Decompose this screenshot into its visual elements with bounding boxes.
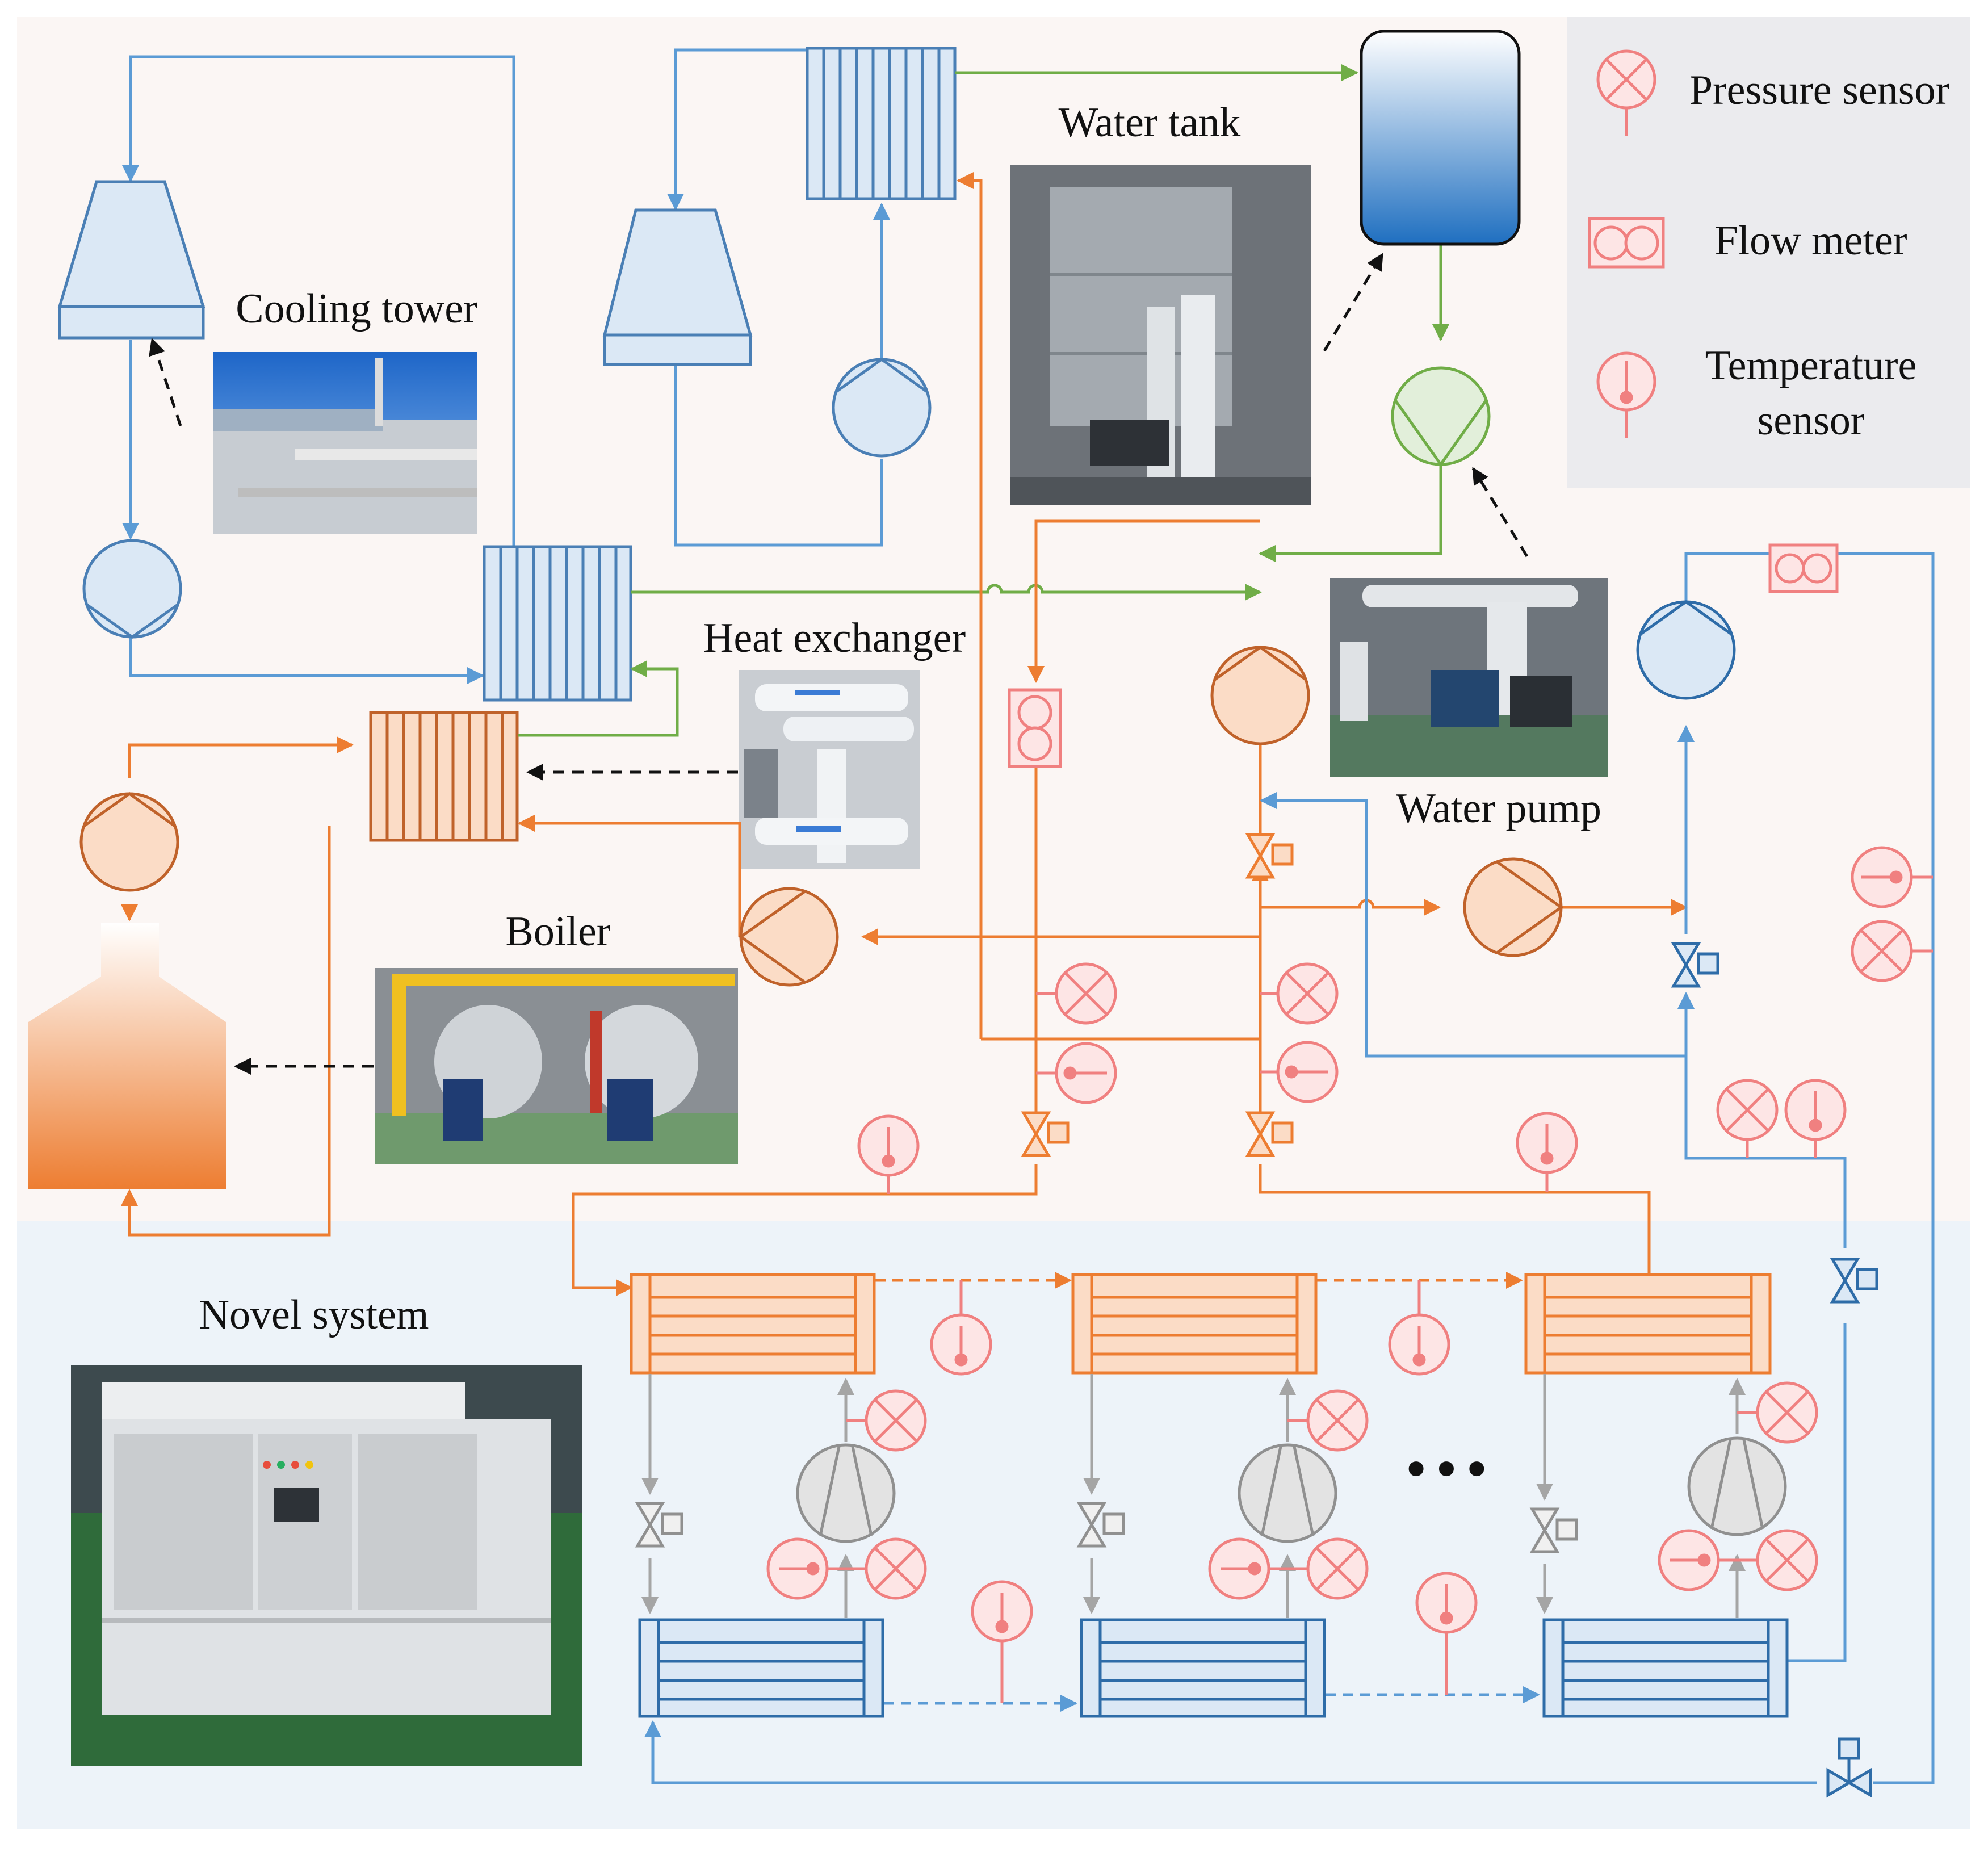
legend-temperature-label-1: Temperature — [1705, 342, 1917, 389]
temperature-sensor — [857, 1114, 920, 1194]
legend-flow-meter-icon — [1588, 217, 1665, 269]
temperature-sensor — [1415, 1572, 1478, 1695]
cooling-pump-right — [832, 357, 932, 458]
novel-system-photo — [71, 1365, 582, 1766]
plate-exchanger-top — [806, 47, 957, 200]
hot-water-pipes — [121, 172, 1688, 1296]
evaporator-unit-3 — [1542, 1618, 1789, 1718]
heat-exchanger-photo — [739, 670, 920, 869]
temperature-sensor — [930, 1280, 992, 1376]
cooling-tower-left — [57, 180, 205, 340]
cooling-tower-right — [602, 208, 753, 366]
legend-pressure-icon — [1596, 49, 1656, 136]
novel-system-label: Novel system — [199, 1292, 429, 1338]
water-pump-label: Water pump — [1396, 785, 1601, 832]
evaporator-unit-2 — [1080, 1618, 1326, 1718]
refrigerant-pipes — [641, 1374, 1746, 1618]
temperature-sensor — [1260, 1041, 1339, 1103]
cooling-tower-photo — [213, 352, 477, 534]
condenser-unit-3 — [1524, 1273, 1772, 1375]
pressure-sensor — [1737, 1529, 1818, 1591]
ellipsis-label: ··· — [1401, 1418, 1492, 1519]
pressure-sensor — [1260, 962, 1339, 1025]
boiler-label: Boiler — [506, 908, 611, 955]
expansion-valve-1 — [635, 1502, 683, 1548]
temperature-sensor — [1388, 1280, 1450, 1376]
hot-water-pump-exchanger — [738, 887, 839, 987]
chilled-series-pipes — [884, 1686, 1540, 1712]
legend-flow-meter-label: Flow meter — [1714, 217, 1907, 264]
condenser-unit-1 — [630, 1273, 876, 1375]
temperature-sensor — [1208, 1537, 1287, 1600]
temperature-sensor — [1851, 846, 1933, 908]
valve-chilled-return — [1830, 1258, 1878, 1304]
pressure-sensor — [1036, 962, 1117, 1025]
condenser-unit-2 — [1071, 1273, 1318, 1375]
valve-hot-right — [1245, 1111, 1294, 1157]
hot-water-pump-supply — [1463, 857, 1564, 957]
flow-meter-hot — [1008, 688, 1062, 768]
plate-exchanger-orange — [369, 711, 519, 842]
legend-temperature-icon — [1596, 351, 1656, 438]
boiler-photo — [375, 968, 738, 1164]
valve-chilled-bottom — [1826, 1737, 1872, 1798]
temperature-sensor — [971, 1580, 1033, 1703]
compressor-1 — [796, 1443, 896, 1543]
valve-hot-left — [1021, 1111, 1070, 1157]
water-tank-photo — [1010, 165, 1311, 505]
chilled-water-pump — [1636, 600, 1736, 700]
flow-meter-chilled — [1768, 543, 1839, 593]
expansion-valve-2 — [1076, 1502, 1125, 1548]
pressure-sensor — [1851, 920, 1933, 982]
tank-water-pipes — [518, 64, 1449, 737]
cooling-tower-label: Cooling tower — [236, 286, 477, 332]
temperature-sensor — [1658, 1529, 1737, 1591]
legend: Pressure sensor Flow meter Temperature s… — [1567, 17, 1970, 488]
heat-exchanger-label: Heat exchanger — [703, 615, 966, 661]
water-tank — [1360, 30, 1521, 246]
pressure-sensor — [1737, 1381, 1818, 1444]
hot-water-pump-boiler — [79, 791, 179, 892]
temperature-sensor — [1784, 1079, 1847, 1158]
tank-pump — [1391, 366, 1491, 467]
pressure-sensor — [846, 1537, 927, 1600]
valve-hot-upper — [1245, 833, 1294, 879]
pressure-sensor — [846, 1389, 927, 1452]
legend-temperature-label-2: sensor — [1757, 397, 1864, 444]
compressor-3 — [1687, 1436, 1787, 1536]
callout-arrows — [149, 253, 1529, 1075]
pressure-sensor — [1287, 1389, 1369, 1452]
water-tank-label: Water tank — [1059, 99, 1241, 146]
pressure-sensor — [1716, 1079, 1779, 1158]
boiler — [28, 923, 226, 1189]
cooling-pump-left — [82, 539, 182, 639]
chilled-water-pipes — [644, 552, 1935, 1784]
pressure-sensor — [1287, 1537, 1369, 1600]
expansion-valve-3 — [1529, 1507, 1578, 1553]
valve-chilled-supply — [1671, 942, 1719, 988]
water-pump-photo — [1330, 578, 1608, 777]
temperature-sensor — [1036, 1042, 1117, 1104]
evaporator-unit-1 — [638, 1618, 884, 1718]
hot-water-pump-main — [1210, 645, 1310, 745]
cooling-water-pipes — [122, 48, 890, 684]
legend-pressure-label: Pressure sensor — [1689, 67, 1949, 114]
temperature-sensor — [766, 1537, 846, 1600]
temperature-sensor — [1516, 1112, 1578, 1192]
compressor-2 — [1238, 1443, 1337, 1543]
plate-exchanger-middle — [483, 545, 632, 702]
